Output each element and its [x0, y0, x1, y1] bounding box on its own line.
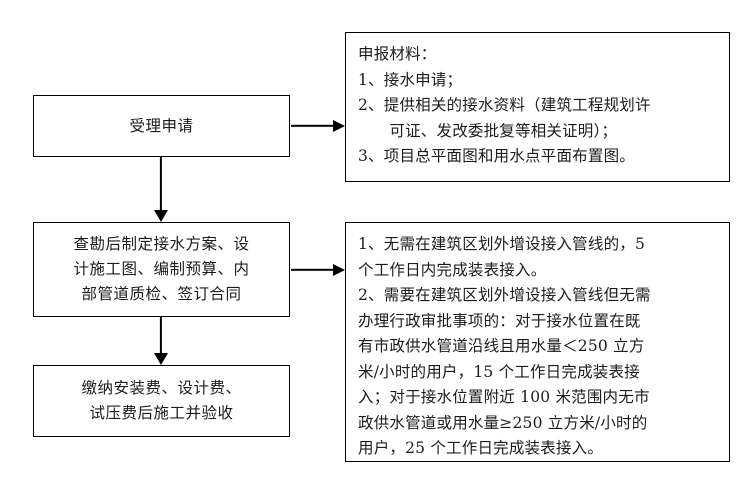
arrow-head-right-icon: [333, 264, 345, 276]
arrow-shaft: [291, 124, 334, 128]
arrow-right-accept-to-materials: [291, 115, 345, 137]
arrow-shaft: [159, 157, 163, 211]
arrow-right-plan-to-timeline: [291, 259, 345, 281]
arrow-head-down-icon: [154, 210, 168, 222]
note-box-processing-timeline[interactable]: 1、无需在建筑区划外增设接入管线的，5 个工作日内完成装表接入。 2、需要在建筑…: [345, 222, 730, 462]
process-box-survey-and-plan[interactable]: 查勘后制定接水方案、设 计施工图、编制预算、内 部管道质检、签订合同: [33, 222, 290, 317]
process-box-payment-and-acceptance-label: 缴纳安装费、设计费、 试压费后施工并验收: [81, 379, 242, 422]
arrow-shaft: [159, 317, 163, 354]
process-box-survey-and-plan-label: 查勘后制定接水方案、设 计施工图、编制预算、内 部管道质检、签订合同: [73, 235, 250, 303]
process-box-accept-application-label: 受理申请: [129, 116, 194, 135]
process-box-accept-application[interactable]: 受理申请: [33, 95, 290, 157]
note-box-required-materials-text: 申报材料： 1、接水申请； 2、提供相关的接水资料（建筑工程规划许 可证、发改委…: [358, 45, 651, 165]
note-box-processing-timeline-text: 1、无需在建筑区划外增设接入管线的，5 个工作日内完成装表接入。 2、需要在建筑…: [358, 235, 651, 457]
note-box-required-materials[interactable]: 申报材料： 1、接水申请； 2、提供相关的接水资料（建筑工程规划许 可证、发改委…: [345, 32, 730, 182]
arrow-shaft: [291, 268, 334, 272]
process-box-payment-and-acceptance[interactable]: 缴纳安装费、设计费、 试压费后施工并验收: [33, 365, 290, 437]
arrow-head-right-icon: [333, 120, 345, 132]
arrow-down-accept-to-plan: [150, 157, 172, 222]
arrow-down-plan-to-pay: [150, 317, 172, 365]
arrow-head-down-icon: [154, 353, 168, 365]
